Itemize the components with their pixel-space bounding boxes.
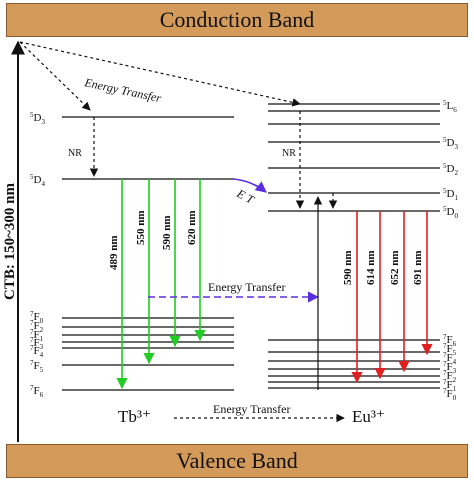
eu-nr-label: NR: [282, 148, 296, 159]
tb-7f3-label: 7F3: [30, 336, 44, 351]
et-arrow: [233, 178, 267, 193]
et-label: E T: [234, 186, 258, 207]
tb-ground-levels: [62, 317, 234, 391]
tb-emission-550-label: 550 nm: [135, 210, 147, 245]
eu-ion-label: Eu³⁺: [352, 407, 385, 426]
energy-transfer-mid-label: Energy Transfer: [208, 280, 285, 294]
tb-5d4-label: 5D4: [30, 173, 45, 188]
eu-7f6-label: 7F6: [443, 333, 457, 348]
eu-7f1-label: 7F1: [443, 378, 457, 393]
tb-nr-label: NR: [68, 148, 82, 159]
tb-7f4-label: 7F4: [30, 344, 44, 359]
valence-band: Valence Band: [6, 444, 468, 478]
tb-emission-590-label: 590 nm: [161, 215, 173, 250]
conduction-band-label: Conduction Band: [159, 7, 315, 32]
eu-5d3-label: 5D3: [443, 136, 458, 151]
eu-emission-691-label: 691 nm: [412, 250, 424, 285]
eu-5d0-label: 5D0: [443, 205, 458, 220]
tb-emission-489-label: 489 nm: [108, 235, 120, 270]
tb-ion-label: Tb³⁺: [118, 407, 151, 426]
tb-7f5-label: 7F5: [30, 359, 44, 374]
eu-5d1-label: 5D1: [443, 187, 458, 202]
eu-5d2-label: 5D2: [443, 162, 458, 177]
tb-emission-620-label: 620 nm: [186, 210, 198, 245]
tb-7f6-label: 7F6: [30, 384, 44, 399]
ctb-to-tb-arrow: [19, 41, 91, 111]
eu-emission-652-label: 652 nm: [389, 250, 401, 285]
eu-ground-levels: [268, 339, 440, 389]
valence-band-label: Valence Band: [176, 448, 298, 473]
energy-transfer-bottom-label: Energy Transfer: [213, 402, 290, 416]
energy-transfer-top-label: Energy Transfer: [82, 75, 162, 105]
eu-7f2-label: 7F2: [443, 369, 457, 384]
eu-emission-614-label: 614 nm: [365, 250, 377, 285]
eu-7f3-label: 7F3: [443, 360, 457, 375]
eu-7f4-label: 7F4: [443, 351, 457, 366]
eu-excited-levels: [268, 103, 440, 212]
eu-ground-labels: 7F6 7F5 7F4 7F3 7F2 7F1 7F0: [443, 333, 457, 402]
tb-7f2-label: 7F2: [30, 319, 44, 334]
eu-excited-labels: 5L6 5D3 5D2 5D1 5D0: [443, 99, 458, 220]
ctb-axis-label: CTB: 150~300 nm: [2, 183, 18, 300]
conduction-band: Conduction Band: [6, 3, 468, 37]
eu-5l6-label: 5L6: [443, 99, 457, 114]
tb-5d3-label: 5D3: [30, 111, 45, 126]
eu-7f5-label: 7F5: [443, 342, 457, 357]
tb-7f0-label: 7F0: [30, 310, 44, 325]
tb-level-labels: 5D3 5D4 7F0 7F2 7F1 7F3 7F4 7F5 7F6: [30, 111, 45, 399]
tb-7f1-label: 7F1: [30, 328, 44, 343]
eu-7f0-label: 7F0: [443, 387, 457, 402]
eu-emission-590-label: 590 nm: [342, 250, 354, 285]
